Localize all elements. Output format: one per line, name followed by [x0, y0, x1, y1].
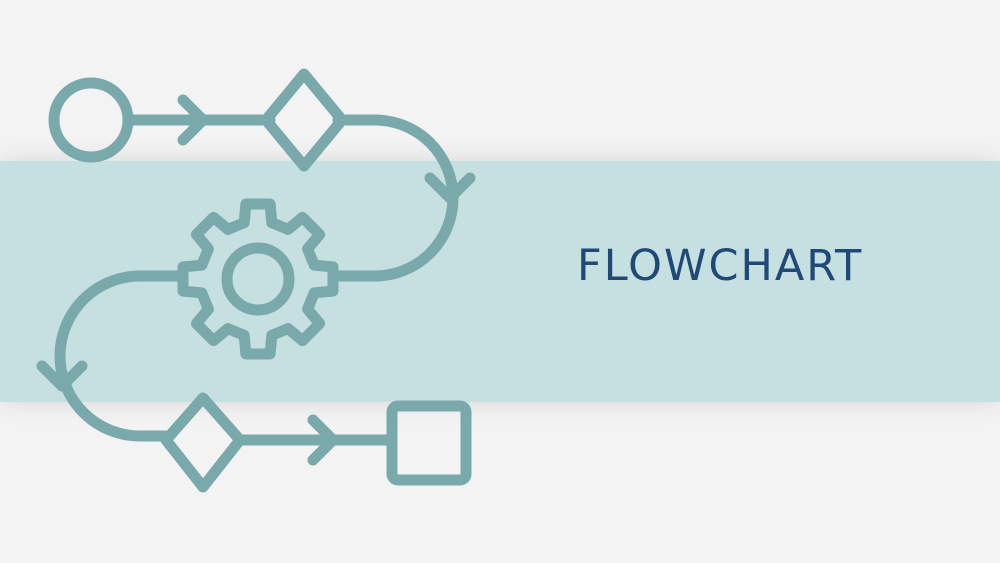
connector-lines — [54, 114, 459, 446]
decision-diamond-icon — [260, 68, 348, 172]
start-circle-icon — [48, 77, 134, 163]
gear-icon — [177, 198, 339, 360]
page-title: FLOWCHART — [577, 241, 864, 291]
end-square-icon — [386, 400, 472, 486]
decision-diamond-icon — [160, 392, 246, 493]
arrow-icon — [36, 94, 476, 466]
